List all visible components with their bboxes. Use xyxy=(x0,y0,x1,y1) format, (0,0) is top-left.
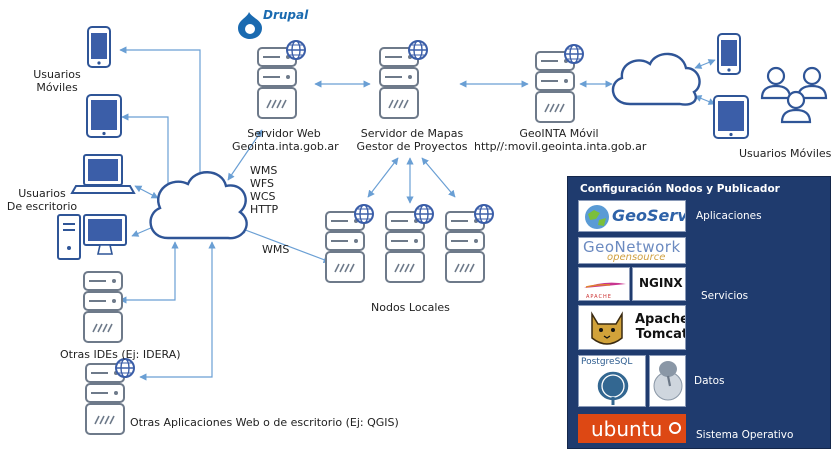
label-protocols: WMS WFS WCS HTTP xyxy=(250,164,279,216)
stack-title: Configuración Nodos y Publicador xyxy=(580,183,780,195)
connector-cloud-users-top xyxy=(694,59,716,69)
local-node-icon xyxy=(385,204,434,283)
connector-apps-cloud xyxy=(139,241,216,381)
postgresql-elephant-icon xyxy=(596,370,630,405)
laptop-icon xyxy=(70,154,136,194)
connector-mapserver-node-right xyxy=(421,157,456,198)
layer-label-datos: Datos xyxy=(694,375,725,387)
connector-cloud-nodes xyxy=(239,226,331,264)
ubuntu-circle-icon xyxy=(669,422,681,434)
geonetwork-logo-subtext: opensource xyxy=(607,252,666,263)
label-usuarios-escritorio: Usuarios De escritorio xyxy=(6,187,78,213)
apache-logo: APACHE xyxy=(578,267,630,301)
connector-cloud-users-bottom xyxy=(694,95,716,105)
geointa-server-icon xyxy=(535,44,584,123)
label-nodos-locales: Nodos Locales xyxy=(371,301,450,314)
users-group-icon xyxy=(760,66,828,124)
geonetwork-logo-text: GeoNetwork xyxy=(583,238,681,256)
layer-label-servicios: Servicios xyxy=(701,290,749,302)
right-phone-icon xyxy=(717,33,741,75)
tomcat-cat-icon xyxy=(591,311,623,345)
label-geointa-movil: GeoINTA Móvil http//:movil.geointa.inta.… xyxy=(474,127,647,153)
drupal-logo xyxy=(238,12,262,39)
web-server-icon xyxy=(257,40,306,119)
label-otras-aplicaciones: Otras Aplicaciones Web o de escritorio (… xyxy=(130,416,399,429)
apache-logo-text: APACHE xyxy=(586,294,612,300)
label-wms: WMS xyxy=(262,243,290,256)
label-servidor-web: Servidor Web Geointa.inta.gob.ar xyxy=(232,127,339,153)
connector-ides-cloud xyxy=(119,241,179,304)
connector-mobile-users-cloud xyxy=(119,46,204,184)
geonetwork-logo: GeoNetwork opensource xyxy=(578,237,686,264)
internet-cloud-icon xyxy=(149,171,248,240)
connector-laptop-cloud xyxy=(134,185,159,199)
local-node-icon xyxy=(325,204,374,283)
tomcat-logo-text: Apache Tomcat xyxy=(635,312,686,342)
geoserver-globe-icon xyxy=(585,205,609,229)
apps-server-icon xyxy=(85,358,135,435)
connector-tablet-cloud xyxy=(121,113,169,185)
nginx-logo: NGINX xyxy=(632,267,686,301)
ubuntu-logo: ubuntu xyxy=(578,414,686,443)
nginx-logo-text: NGINX xyxy=(639,276,683,290)
right-tablet-icon xyxy=(713,95,749,139)
apache-feather-icon xyxy=(584,282,626,288)
configuration-stack-panel: Configuración Nodos y Publicador GeoServ… xyxy=(567,176,831,449)
ubuntu-logo-text: ubuntu xyxy=(591,417,663,441)
label-usuarios-moviles-right: Usuarios Móviles xyxy=(739,147,831,160)
postgresql-logo: PostgreSQL xyxy=(578,355,646,407)
label-otras-ides: Otras IDEs (Ej: IDERA) xyxy=(60,348,181,361)
drupal-logo-text: Drupal xyxy=(263,8,309,22)
connector-mapserver-node-left xyxy=(367,157,399,198)
connector-cloud-webserver xyxy=(227,129,263,181)
local-node-icon xyxy=(445,204,494,283)
geoserver-logo-text: GeoServer xyxy=(612,206,685,225)
connectors xyxy=(119,46,716,381)
postgresql-logo-text: PostgreSQL xyxy=(581,357,633,367)
layer-label-sistema-operativo: Sistema Operativo xyxy=(696,429,794,441)
geoserver-logo: GeoServer xyxy=(578,200,686,232)
postgis-elephant-icon xyxy=(653,361,683,401)
desktop-icon xyxy=(57,214,127,260)
postgis-logo xyxy=(649,355,686,407)
layer-label-aplicaciones: Aplicaciones xyxy=(696,210,762,222)
tablet-icon xyxy=(86,94,122,138)
ides-server-icon xyxy=(83,271,123,343)
label-servidor-mapas: Servidor de Mapas Gestor de Proyectos xyxy=(356,127,468,153)
tomcat-logo: Apache Tomcat xyxy=(578,305,686,350)
map-server-icon xyxy=(379,40,428,119)
phone-icon xyxy=(87,26,111,68)
mobile-cloud-icon xyxy=(611,52,701,106)
label-usuarios-moviles-left: Usuarios Móviles xyxy=(33,68,81,94)
